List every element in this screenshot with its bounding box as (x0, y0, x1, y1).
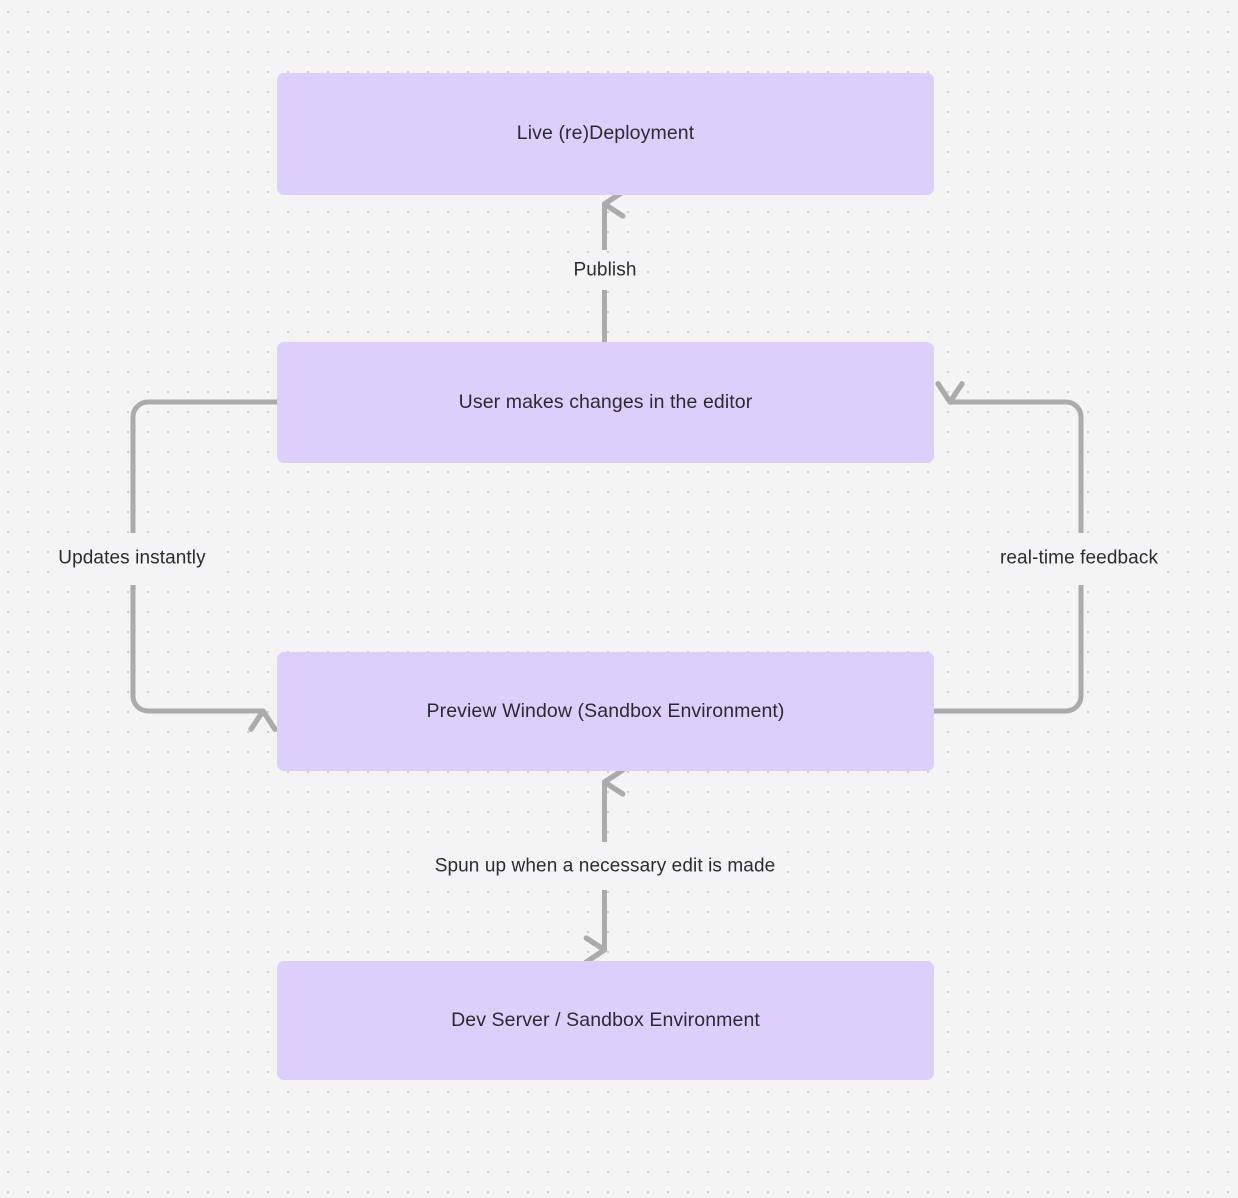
node-preview-window[interactable]: Preview Window (Sandbox Environment) (277, 652, 934, 771)
edge-updates-instantly-upper-segment (130, 399, 277, 533)
edge-updates-instantly-lower-segment (130, 585, 278, 732)
node-preview-window-label: Preview Window (Sandbox Environment) (426, 699, 785, 722)
edge-label-spun-up: Spun up when a necessary edit is made (425, 849, 785, 883)
edge-real-time-feedback-lower-segment (934, 585, 1084, 714)
edge-label-publish: Publish (564, 253, 646, 287)
edge-label-updates-instantly: Updates instantly (49, 541, 215, 575)
node-live-deployment-label: Live (re)Deployment (516, 122, 695, 145)
edge-real-time-feedback-upper-segment (935, 381, 1084, 533)
edge-label-real-time-feedback: real-time feedback (990, 541, 1168, 575)
node-live-deployment[interactable]: Live (re)Deployment (277, 73, 934, 195)
node-user-edits[interactable]: User makes changes in the editor (277, 342, 934, 463)
node-user-edits-label: User makes changes in the editor (458, 390, 753, 413)
node-dev-server-label: Dev Server / Sandbox Environment (451, 1008, 760, 1031)
node-dev-server[interactable]: Dev Server / Sandbox Environment (277, 961, 934, 1080)
